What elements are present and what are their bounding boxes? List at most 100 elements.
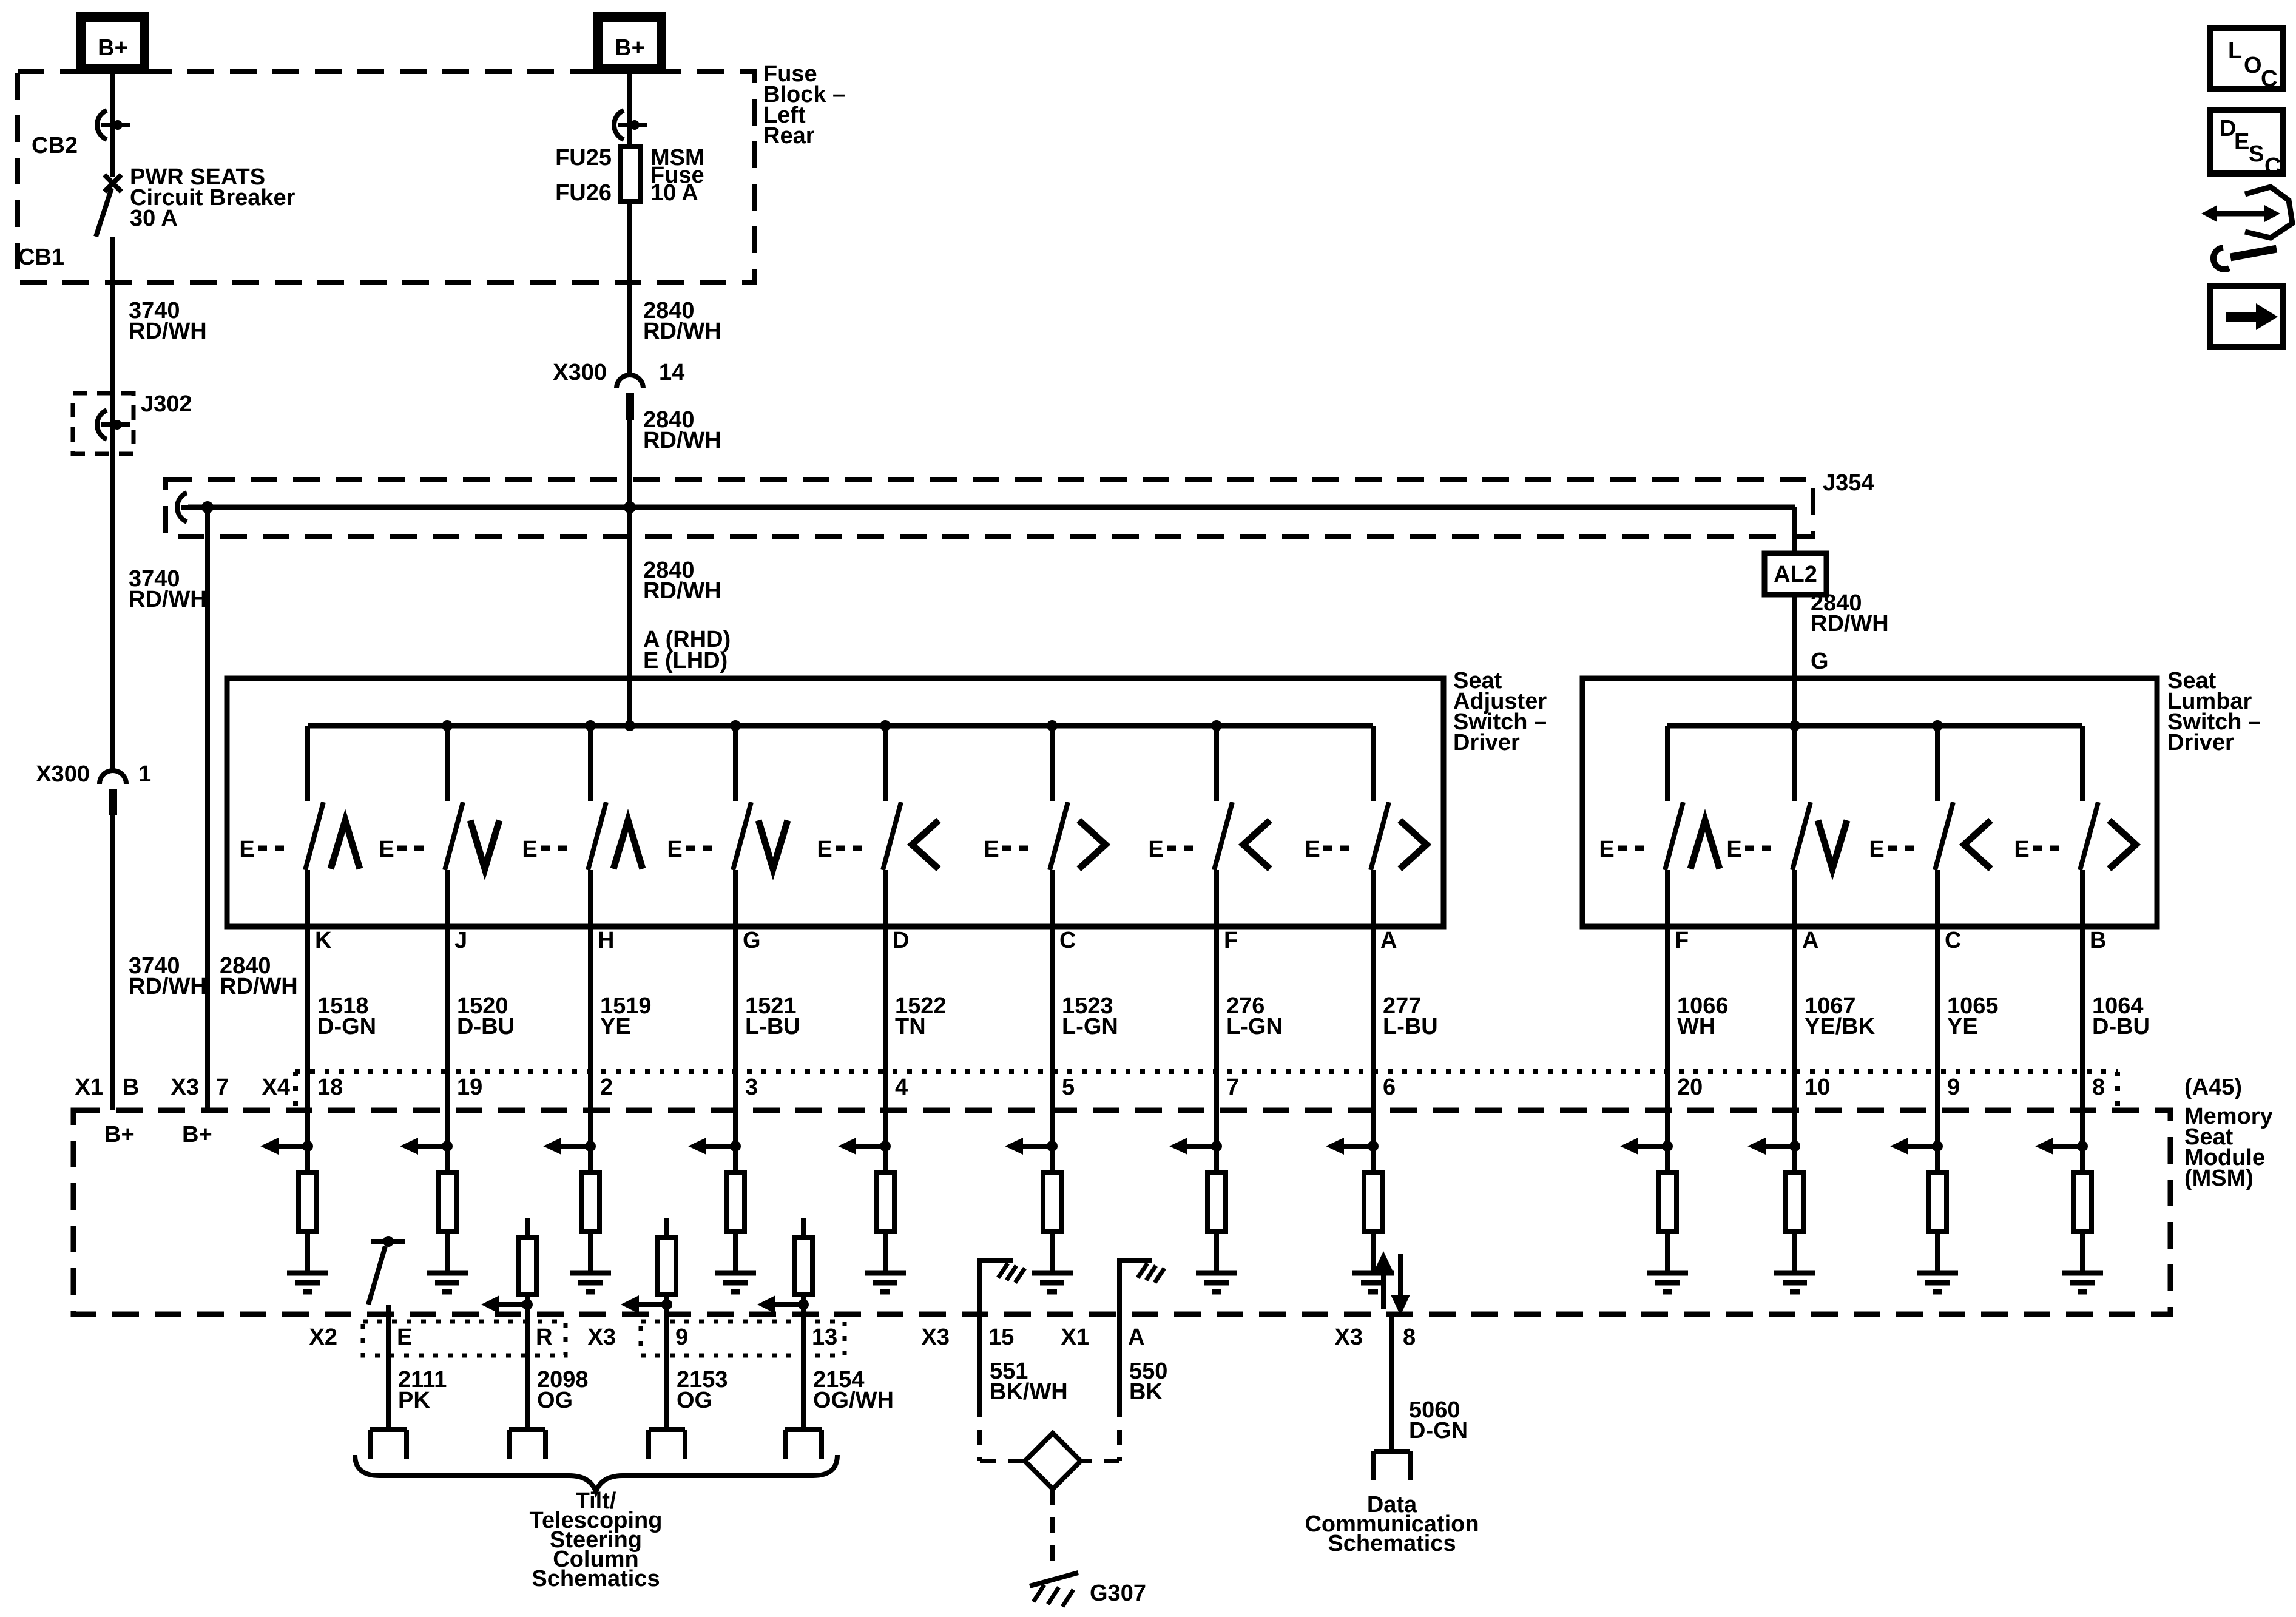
wire-color: L-BU <box>745 1014 800 1039</box>
switch-blade <box>442 801 465 871</box>
msm-ground-slash-1 <box>1136 1262 1149 1279</box>
data-destination-line: Communication <box>1305 1511 1479 1537</box>
data-pin-label: 8 <box>1403 1325 1416 1350</box>
msm-input-arrow-head <box>2035 1138 2053 1155</box>
msm-fuse-element <box>618 144 643 204</box>
fuse-block-title-3: Left <box>763 103 806 128</box>
msm-pin-number: 10 <box>1805 1075 1830 1100</box>
wire-color: D-GN <box>1409 1418 1468 1443</box>
wire-3740-num-c: 3740 <box>129 953 180 979</box>
switch-pin-letter: K <box>315 928 332 953</box>
msm-resistor <box>2071 1170 2094 1234</box>
fuse-block-outline <box>15 69 757 285</box>
msm-pin-number: 2 <box>600 1075 613 1100</box>
switch-direction-down-icon <box>1814 819 1851 881</box>
j302-clip-icon <box>95 408 108 442</box>
lumbar-title-1: Seat <box>2167 668 2217 694</box>
wrench-arrow-left <box>2201 205 2217 222</box>
fu26-label: FU26 <box>555 180 612 206</box>
desc-icon[interactable] <box>2207 107 2286 177</box>
switch-pin-letter: C <box>1059 928 1076 953</box>
msm-input-arrow-head <box>1326 1138 1344 1155</box>
msm-ground-slash-2 <box>1144 1264 1158 1281</box>
msm-internal-ground-hook <box>1117 1258 1152 1314</box>
wire-number: 276 <box>1226 993 1264 1019</box>
next-page-arrow-head <box>2256 303 2278 330</box>
switch-blade <box>586 801 609 871</box>
fu25-label: FU25 <box>555 145 612 170</box>
output-arrow-head <box>757 1295 775 1314</box>
loc-letter-o: O <box>2244 53 2262 78</box>
wire-2840-color-al2: RD/WH <box>1811 611 1889 636</box>
j354-clip-icon <box>175 490 188 524</box>
breaker-label-2: Circuit Breaker <box>130 185 295 211</box>
wire-2840-num-c: 2840 <box>643 558 695 583</box>
desc-letter-e: E <box>2234 129 2249 155</box>
loc-icon[interactable] <box>2207 25 2286 92</box>
adjust-wrench-icon[interactable] <box>2201 184 2295 272</box>
msm-resistor <box>1783 1170 1806 1234</box>
msm-resistor <box>724 1170 747 1234</box>
al2-label: AL2 <box>1774 562 1817 587</box>
switch-pin-letter: J <box>454 928 467 953</box>
b-plus-terminal-mid <box>593 12 666 74</box>
x300-14-pin: 14 <box>659 360 684 385</box>
wire-color: BK <box>1129 1379 1163 1405</box>
g307-ground-slash-2 <box>1046 1586 1061 1605</box>
output-arrow-head <box>481 1295 499 1314</box>
msm-resistor <box>874 1170 897 1234</box>
msm-pin-number: 18 <box>317 1075 343 1100</box>
wire-3740-color-a: RD/WH <box>129 319 207 344</box>
cb2-clip-icon <box>95 108 108 142</box>
output-connector-label: X2 <box>309 1325 337 1350</box>
msm-resistor <box>436 1170 459 1234</box>
switch-e-terminal: E <box>1148 837 1163 862</box>
switch-blade <box>1368 801 1391 871</box>
wire-3740-color-b: RD/WH <box>129 587 207 612</box>
seat-adjuster-switch-box <box>224 675 1447 930</box>
tilt-destination-line: Tilt/ <box>576 1488 616 1514</box>
msm-input-arrow-head <box>1747 1138 1766 1155</box>
msm-resistor <box>1926 1170 1949 1234</box>
tilt-destination-line: Telescoping <box>530 1508 663 1533</box>
next-page-icon[interactable] <box>2207 283 2286 350</box>
msm-bplus-2-label: B+ <box>182 1122 212 1147</box>
wire-2840-color-d: RD/WH <box>220 974 298 999</box>
wire-number: 2111 <box>398 1367 447 1393</box>
output-connector-label: X3 <box>588 1325 616 1350</box>
msm-x3-label: X3 <box>171 1075 199 1100</box>
wire-color: D-BU <box>457 1014 515 1039</box>
j302-junction-dot <box>112 420 122 430</box>
wire-color: L-GN <box>1226 1014 1283 1039</box>
switch-e-terminal: E <box>379 837 394 862</box>
lumbar-bus-junction-dot <box>1932 720 1943 731</box>
wrench-jaw <box>2210 245 2231 272</box>
switch-blade <box>2078 801 2101 871</box>
x300-14-connector-icon <box>614 373 646 389</box>
switch-boxes <box>224 550 2160 930</box>
wire-3740-color-c: RD/WH <box>129 974 207 999</box>
output-resistor <box>655 1235 678 1297</box>
adjuster-title-3: Switch – <box>1453 709 1547 735</box>
seat-lumbar-switch-box <box>1579 675 2160 930</box>
wire-number: 1519 <box>600 993 652 1019</box>
msm-pin-number: 3 <box>745 1075 758 1100</box>
msm-title-4: Module <box>2184 1145 2265 1170</box>
wire-color: TN <box>895 1014 926 1039</box>
lhd-pin-label: E (LHD) <box>643 648 728 673</box>
output-pin-label: 13 <box>812 1325 837 1350</box>
wire-3740-num-a: 3740 <box>129 298 180 323</box>
msm-pin-number: 19 <box>457 1075 482 1100</box>
ground-connector-label: X3 <box>922 1325 950 1350</box>
msm-input-arrow-head <box>400 1138 418 1155</box>
g307-ground-slash-1 <box>1032 1584 1046 1603</box>
data-down-arrow-head <box>1391 1295 1410 1315</box>
